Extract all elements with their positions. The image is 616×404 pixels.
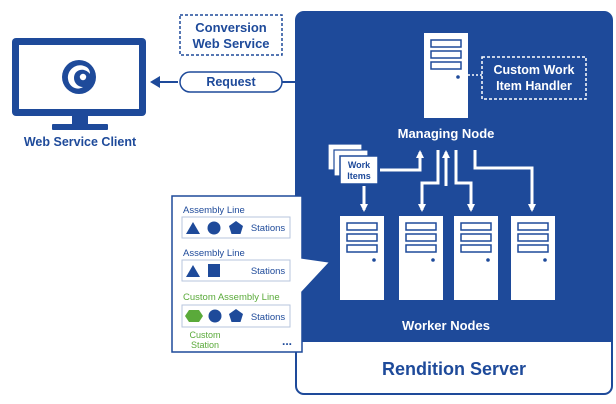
square-icon xyxy=(208,264,220,277)
work-items-stack: Work Items xyxy=(327,143,379,185)
pentagon-icon xyxy=(229,309,243,322)
triangle-icon xyxy=(186,265,200,277)
conversion-web-service-box: Conversion Web Service xyxy=(179,14,283,56)
worker-node-server-icon xyxy=(454,216,498,300)
custom-handler-box: Custom Work Item Handler xyxy=(468,56,587,100)
worker-node-server-icon xyxy=(511,216,555,300)
worker-node-server-icon xyxy=(340,216,384,300)
assembly-line-panel: Assembly Line Stations Assembly Line Sta… xyxy=(171,195,332,353)
worker-node-server-icon xyxy=(399,216,443,300)
custom-assembly-line-stations: Stations xyxy=(251,312,286,323)
arrow-down-icon xyxy=(473,150,536,212)
foxit-logo-icon xyxy=(62,60,96,94)
arrow-left-icon xyxy=(150,76,160,88)
managing-node-server-icon xyxy=(424,33,468,118)
pentagon-icon xyxy=(229,221,243,234)
custom-assembly-line-title: Custom Assembly Line xyxy=(183,292,280,303)
arrow-right-icon xyxy=(400,76,410,88)
handler-line2: Item Handler xyxy=(496,79,572,93)
custom-station-line1: Custom xyxy=(189,330,220,340)
rendition-server-label: Rendition Server xyxy=(382,359,526,379)
assembly-line-1-stations: Stations xyxy=(251,223,286,234)
client-label: Web Service Client xyxy=(24,135,137,149)
circle-icon xyxy=(208,309,222,323)
assembly-line-2-title: Assembly Line xyxy=(183,248,245,259)
worker-nodes-label: Worker Nodes xyxy=(402,318,490,333)
service-box-line2: Web Service xyxy=(192,36,269,51)
work-items-line2: Items xyxy=(347,171,371,181)
request-label: Request xyxy=(206,75,256,89)
managing-node-label: Managing Node xyxy=(398,126,495,141)
arrow-down-icon xyxy=(418,150,440,212)
web-service-client: Web Service Client xyxy=(12,38,146,149)
service-box-line1: Conversion xyxy=(195,20,267,35)
assembly-line-2-stations: Stations xyxy=(251,266,286,277)
work-items-line1: Work xyxy=(348,160,371,170)
circle-icon xyxy=(207,221,221,235)
arrow-up-icon xyxy=(380,150,424,172)
handler-line1: Custom Work xyxy=(493,63,574,77)
hexagon-icon xyxy=(185,310,203,322)
custom-station-line2: Station xyxy=(191,340,219,350)
arrow-down-icon xyxy=(454,150,475,212)
more-ellipsis: ... xyxy=(282,334,292,348)
request-arrow: Request xyxy=(150,71,410,93)
triangle-icon xyxy=(186,222,200,234)
routing-arrows xyxy=(360,150,536,212)
assembly-line-1-title: Assembly Line xyxy=(183,205,245,216)
